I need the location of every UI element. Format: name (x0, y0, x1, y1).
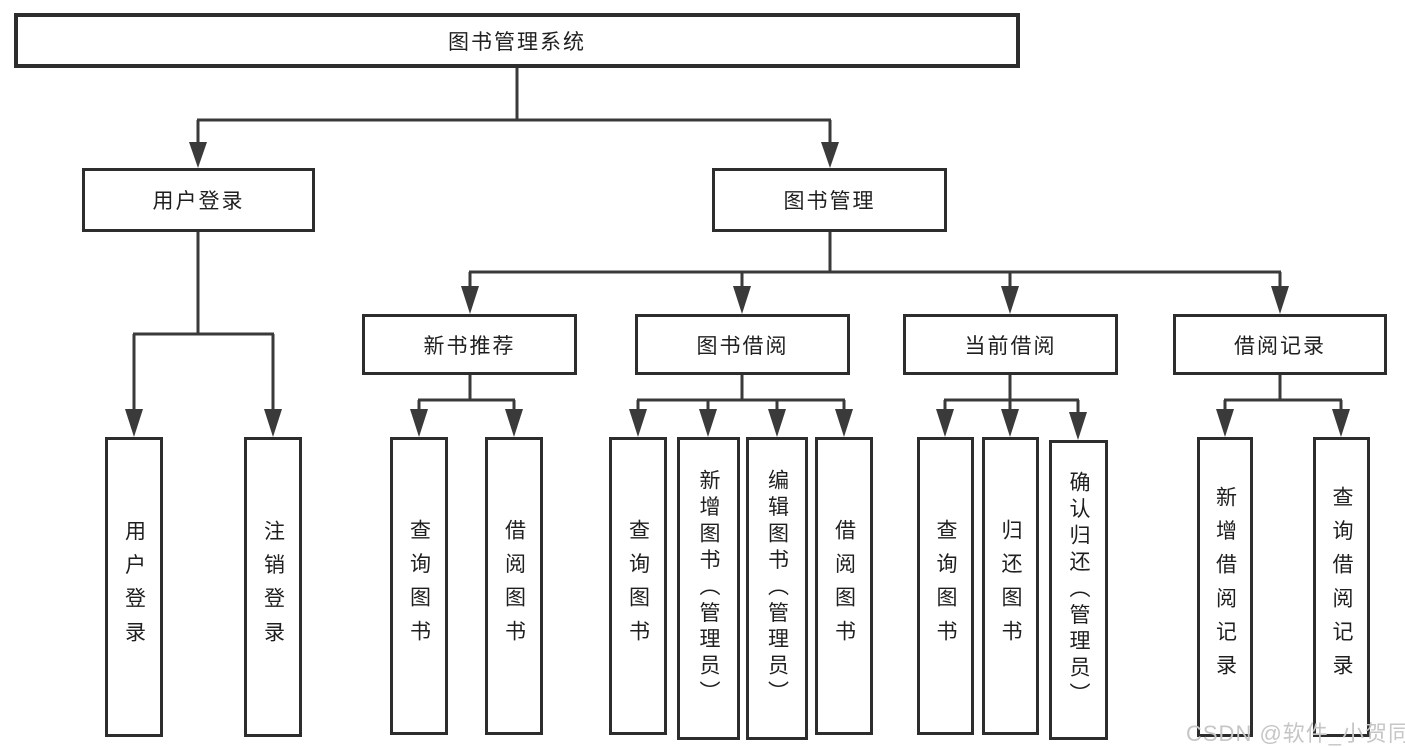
node-leaf-borrow-books-borrow: 借阅图书 (815, 437, 873, 735)
node-leaf-query-books-recommend: 查询图书 (390, 437, 448, 735)
node-leaf-edit-book-admin-label: 编辑图书（管理员） (765, 469, 789, 708)
node-book-management: 图书管理 (712, 168, 947, 232)
connector-book-borrow-children (629, 373, 853, 437)
connector-borrow-records-children (1216, 373, 1350, 437)
node-root: 图书管理系统 (14, 13, 1020, 68)
node-leaf-query-books-recommend-label: 查询图书 (407, 518, 431, 654)
node-leaf-borrow-books-recommend-label: 借阅图书 (502, 518, 526, 654)
node-book-borrow-label: 图书借阅 (696, 334, 789, 358)
node-root-label: 图书管理系统 (448, 30, 586, 54)
node-leaf-query-books-current-label: 查询图书 (934, 518, 957, 654)
node-leaf-query-books-current: 查询图书 (917, 437, 974, 735)
node-book-borrow: 图书借阅 (635, 314, 850, 375)
node-leaf-edit-book-admin: 编辑图书（管理员） (746, 437, 808, 740)
node-borrow-records: 借阅记录 (1173, 314, 1387, 375)
node-leaf-user-login: 用户登录 (105, 437, 163, 737)
node-leaf-add-borrow-record: 新增借阅记录 (1197, 437, 1253, 737)
node-leaf-query-books-borrow: 查询图书 (609, 437, 667, 735)
node-current-borrow-label: 当前借阅 (964, 334, 1057, 358)
node-new-book-recommend-label: 新书推荐 (423, 334, 516, 358)
node-leaf-return-book-label: 归还图书 (999, 518, 1022, 654)
connector-book-management-children (461, 230, 1289, 314)
connector-root-to-level2 (189, 66, 839, 168)
node-leaf-return-book: 归还图书 (982, 437, 1039, 735)
csdn-watermark: CSDN @软件_小贺同学 (1186, 721, 1405, 746)
node-current-borrow: 当前借阅 (903, 314, 1118, 375)
connector-current-borrow-children (936, 373, 1087, 440)
node-user-login: 用户登录 (82, 168, 315, 232)
node-leaf-query-borrow-record: 查询借阅记录 (1313, 437, 1370, 737)
node-leaf-query-borrow-record-label: 查询借阅记录 (1330, 486, 1353, 688)
node-leaf-logout-label: 注销登录 (261, 519, 285, 655)
node-leaf-add-borrow-record-label: 新增借阅记录 (1213, 486, 1237, 688)
node-leaf-borrow-books-borrow-label: 借阅图书 (832, 518, 856, 654)
node-leaf-user-login-label: 用户登录 (122, 519, 146, 655)
connector-user-login-children (125, 230, 282, 437)
node-leaf-borrow-books-recommend: 借阅图书 (485, 437, 543, 735)
node-leaf-confirm-return-admin: 确认归还（管理员） (1049, 440, 1108, 740)
node-borrow-records-label: 借阅记录 (1234, 334, 1326, 358)
node-book-management-label: 图书管理 (783, 190, 876, 213)
node-leaf-add-book-admin-label: 新增图书（管理员） (697, 469, 720, 708)
node-leaf-confirm-return-admin-label: 确认归还（管理员） (1067, 470, 1090, 710)
node-new-book-recommend: 新书推荐 (362, 314, 577, 375)
node-leaf-logout: 注销登录 (244, 437, 302, 737)
node-leaf-add-book-admin: 新增图书（管理员） (677, 437, 740, 740)
node-leaf-query-books-borrow-label: 查询图书 (626, 518, 650, 654)
node-user-login-label: 用户登录 (152, 190, 245, 213)
connector-new-book-children (410, 373, 523, 437)
